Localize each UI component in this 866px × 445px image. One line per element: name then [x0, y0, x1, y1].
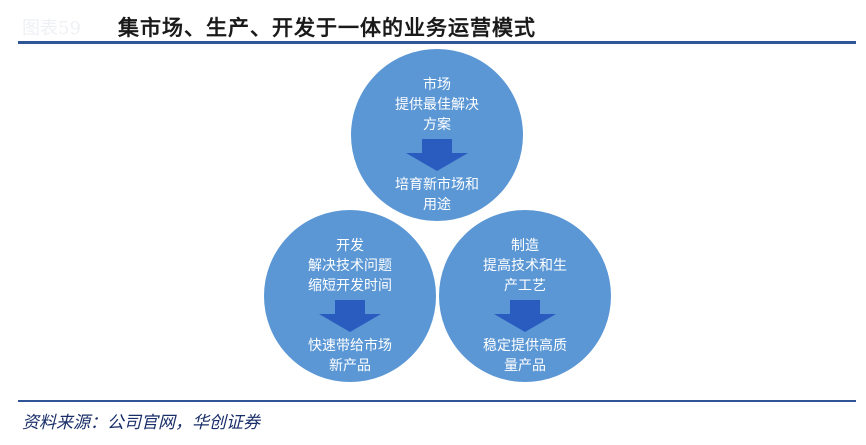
circle-text: 解决技术问题	[308, 258, 392, 274]
circle-text: 市场	[423, 77, 451, 93]
title-divider	[18, 41, 856, 44]
figure-label: 图表59	[22, 18, 81, 39]
circle-text: 量产品	[504, 358, 546, 374]
circle-text: 方案	[423, 117, 451, 133]
down-arrow-icon	[494, 300, 556, 332]
down-arrow-icon	[319, 300, 381, 332]
circle-manufacturing: 制造提高技术和生产工艺稳定提供高质量产品	[437, 208, 613, 384]
circle-text: 提供最佳解决	[395, 97, 479, 113]
circle-text: 用途	[423, 197, 451, 213]
circle-development: 开发解决技术问题缩短开发时间快速带给市场新产品	[262, 208, 438, 384]
circle-text: 产工艺	[504, 278, 546, 294]
circle-text: 新产品	[329, 358, 371, 374]
circle-text: 制造	[511, 238, 539, 254]
circle-text: 开发	[336, 238, 364, 254]
circle-text: 缩短开发时间	[308, 278, 392, 294]
circle-text: 快速带给市场	[308, 338, 392, 354]
footer-divider	[18, 400, 856, 402]
circle-text: 提高技术和生	[483, 258, 567, 274]
circle-text: 稳定提供高质	[483, 338, 567, 354]
down-arrow-icon	[406, 139, 468, 171]
circle-text: 培育新市场和	[395, 177, 479, 193]
circle-market: 市场提供最佳解决方案培育新市场和用途	[349, 47, 525, 223]
page-title: 集市场、生产、开发于一体的业务运营模式	[118, 15, 536, 40]
source-note: 资料来源：公司官网，华创证券	[22, 413, 260, 433]
